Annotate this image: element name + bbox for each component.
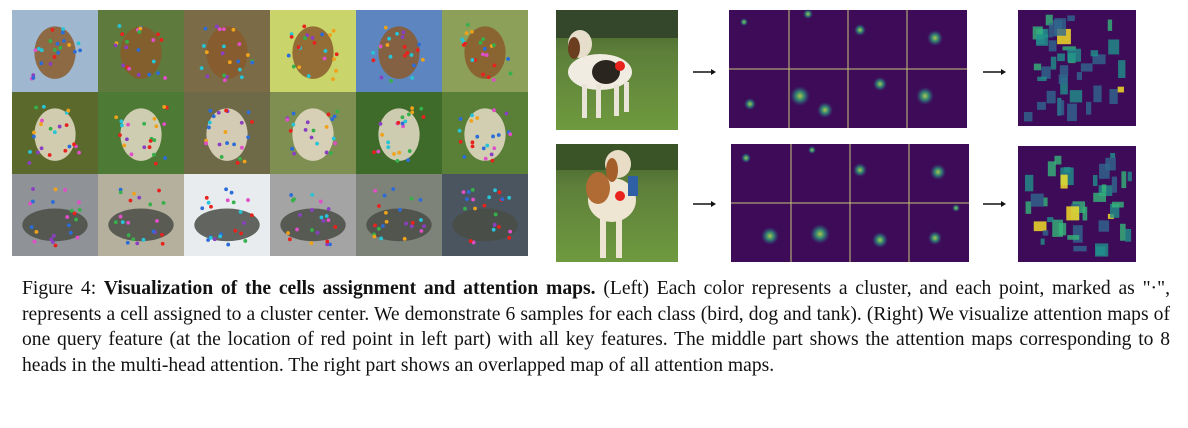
arrows [693,69,1006,207]
sample-thumbnail-tank [356,174,442,256]
caption-marker: "·" [1142,278,1166,299]
arrow-icon [983,69,1006,75]
sample-thumbnail-bird [12,10,98,92]
sample-thumbnail-bird [184,10,270,92]
sample-thumbnail-dog [98,92,184,174]
sample-thumbnail-bird [270,10,356,92]
cluster-assignment-grid [12,10,528,256]
attention-heads-row-1 [729,9,967,128]
attention-heads-row-2 [731,144,969,262]
sample-thumbnail-tank [12,174,98,256]
sample-thumbnail-bird [356,10,442,92]
sample-thumbnail-dog [184,92,270,174]
sample-thumbnail-dog [12,92,98,174]
caption-label: Figure 4: [22,278,97,299]
sample-thumbnail-tank [98,174,184,256]
caption-body-part1: (Left) Each color represents a cluster, … [595,278,1143,299]
query-image-2 [556,144,678,262]
arrow-icon [693,69,716,75]
caption-title: Visualization of the cells assignment an… [103,278,596,299]
query-image-1 [556,10,678,130]
sample-thumbnail-bird [98,10,184,92]
arrow-icon [693,201,716,207]
overlapped-map-1 [1018,10,1136,126]
figure-caption: Figure 4: Visualization of the cells ass… [22,276,1170,378]
sample-thumbnail-tank [184,174,270,256]
sample-thumbnail-dog [442,92,528,174]
sample-thumbnail-bird [442,10,528,92]
arrow-icon [983,201,1006,207]
overlapped-map-2 [1018,146,1136,262]
caption-body-part2: , represents a cell assigned to a cluste… [22,278,1170,376]
sample-thumbnail-dog [270,92,356,174]
figure-4-graphic [12,9,1136,262]
sample-thumbnail-tank [270,174,356,256]
sample-thumbnail-tank [442,174,528,256]
sample-thumbnail-dog [356,92,442,174]
